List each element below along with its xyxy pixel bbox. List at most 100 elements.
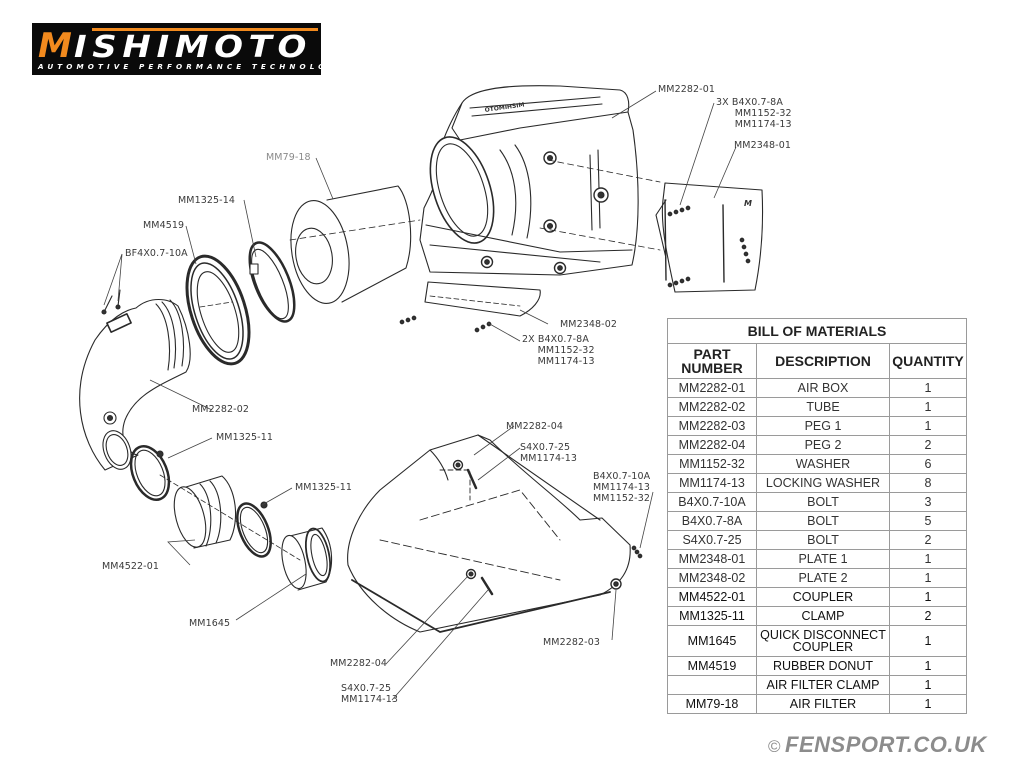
bom-header-description: DESCRIPTION xyxy=(756,343,890,379)
callout-mm2282-04-top: MM2282-04 xyxy=(506,421,563,432)
bom-part-number: MM2282-01 xyxy=(667,378,757,398)
tube xyxy=(79,289,233,471)
mishimoto-logo: M ISHIMOTO AUTOMOTIVE PERFORMANCE TECHNO… xyxy=(32,23,348,75)
bom-description: WASHER xyxy=(756,454,890,474)
bom-quantity: 6 xyxy=(889,454,967,474)
bom-part-number: MM2282-03 xyxy=(667,416,757,436)
logo-tagline: AUTOMOTIVE PERFORMANCE TECHNOLOGY xyxy=(38,62,348,71)
callout-mm2282-03: MM2282-03 xyxy=(543,637,600,648)
bom-quantity: 5 xyxy=(889,511,967,531)
bom-quantity: 1 xyxy=(889,416,967,436)
callout-bf4x07-10a: BF4X0.7-10A xyxy=(125,248,188,259)
bom-part-number: MM1645 xyxy=(667,625,757,657)
callout-mm2348-02: MM2348-02 xyxy=(560,319,617,330)
bom-description: AIR FILTER xyxy=(756,694,890,714)
bom-quantity: 2 xyxy=(889,435,967,455)
logo-wordmark-text: ISHIMOTO xyxy=(74,30,312,61)
bom-description: PEG 2 xyxy=(756,435,890,455)
bom-header-quantity: QUANTITY xyxy=(889,343,967,379)
callout-mm79-18: MM79-18 xyxy=(266,152,311,163)
bom-quantity: 2 xyxy=(889,606,967,626)
bom-quantity: 1 xyxy=(889,656,967,676)
brand-wordmark: M ISHIMOTO xyxy=(38,26,318,61)
filter-clamp xyxy=(248,241,296,323)
bom-quantity: 1 xyxy=(889,625,967,657)
clamp-lower-1 xyxy=(129,445,171,501)
callout-bolt-group-right: B4X0.7-10A MM1174-13 MM1152-32 xyxy=(593,471,651,504)
air-filter xyxy=(289,185,421,304)
quick-disconnect-coupler xyxy=(281,527,333,591)
copyright-icon: © xyxy=(768,737,782,756)
bom-quantity: 1 xyxy=(889,549,967,569)
bom-part-number: MM1152-32 xyxy=(667,454,757,474)
bom-part-number: B4X0.7-10A xyxy=(667,492,757,512)
callout-bolt-group-top: 3X B4X0.7-8A MM1152-32 MM1174-13 xyxy=(716,97,792,130)
bom-part-number: MM79-18 xyxy=(667,694,757,714)
bom-quantity: 3 xyxy=(889,492,967,512)
bom-description: CLAMP xyxy=(756,606,890,626)
bom-description: TUBE xyxy=(756,397,890,417)
bom-part-number: MM1174-13 xyxy=(667,473,757,493)
bom-quantity: 2 xyxy=(889,530,967,550)
bom-quantity: 1 xyxy=(889,568,967,588)
bom-quantity: 1 xyxy=(889,587,967,607)
bom-quantity: 1 xyxy=(889,694,967,714)
callout-s4x07-25-top: S4X0.7-25 MM1174-13 xyxy=(520,442,577,464)
callout-mm1325-14: MM1325-14 xyxy=(178,195,235,206)
bom-description: QUICK DISCONNECT COUPLER xyxy=(756,625,890,657)
bom-part-number: S4X0.7-25 xyxy=(667,530,757,550)
clamp-lower-2 xyxy=(236,501,272,558)
bom-part-number: MM1325-11 xyxy=(667,606,757,626)
bom-description: PEG 1 xyxy=(756,416,890,436)
logo-initial: M xyxy=(38,26,72,61)
bom-description: RUBBER DONUT xyxy=(756,656,890,676)
bom-description: BOLT xyxy=(756,530,890,550)
bill-of-materials-table: BILL OF MATERIALS PART NUMBER DESCRIPTIO… xyxy=(667,318,967,714)
callout-mm4522-01: MM4522-01 xyxy=(102,561,159,572)
callout-mm2282-04-bottom: MM2282-04 xyxy=(330,658,387,669)
bom-title: BILL OF MATERIALS xyxy=(667,318,967,344)
leader-lines xyxy=(103,90,737,701)
callout-bolt-group-mid: 2X B4X0.7-8A MM1152-32 MM1174-13 xyxy=(522,334,595,367)
callout-mm2282-02: MM2282-02 xyxy=(192,404,249,415)
bom-description: BOLT xyxy=(756,492,890,512)
plate-mm2348-02 xyxy=(399,281,541,333)
watermark-text: FENSPORT.CO.UK xyxy=(785,732,987,757)
air-box-upper: OTOMIHSIM xyxy=(419,85,661,276)
bom-quantity: 1 xyxy=(889,397,967,417)
bom-description: BOLT xyxy=(756,511,890,531)
plate-mm2348-01: M xyxy=(655,182,764,293)
bom-quantity: 1 xyxy=(889,378,967,398)
bom-description: PLATE 1 xyxy=(756,549,890,569)
bom-part-number xyxy=(667,675,757,695)
bom-description: PLATE 2 xyxy=(756,568,890,588)
bom-description: AIR FILTER CLAMP xyxy=(756,675,890,695)
bom-quantity: 8 xyxy=(889,473,967,493)
callout-mm1325-11-a: MM1325-11 xyxy=(216,432,273,443)
logo-accent-stripe xyxy=(92,28,318,31)
bom-part-number: MM4522-01 xyxy=(667,587,757,607)
callout-s4x07-25-bottom: S4X0.7-25 MM1174-13 xyxy=(341,683,398,705)
bom-part-number: MM2348-02 xyxy=(667,568,757,588)
rubber-donut xyxy=(185,254,251,366)
svg-text:M: M xyxy=(744,199,752,208)
callout-mm2348-01: MM2348-01 xyxy=(734,140,791,151)
callout-mm2282-01: MM2282-01 xyxy=(658,84,715,95)
bom-part-number: B4X0.7-8A xyxy=(667,511,757,531)
callout-mm4519: MM4519 xyxy=(143,220,185,231)
